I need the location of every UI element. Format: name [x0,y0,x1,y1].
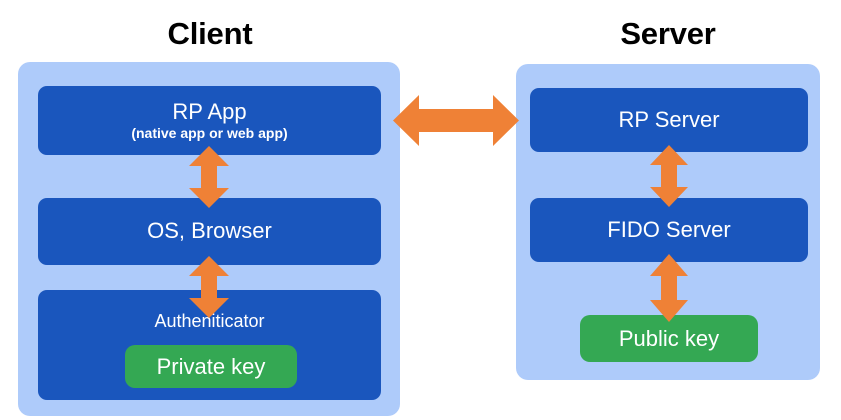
node-rp-server-title: RP Server [618,106,720,132]
double-arrow-vertical-icon [648,145,690,207]
double-arrow-vertical-icon [187,146,231,208]
node-authenticator-title: Autheniticator [154,311,265,331]
public-key-label: Public key [618,325,720,351]
node-rp-app[interactable]: RP App (native app or web app) [38,86,381,155]
double-arrow-horizontal-icon [393,94,519,147]
node-rp-app-title: RP App [172,98,247,124]
double-arrow-vertical-icon [187,256,231,318]
private-key-chip[interactable]: Private key [125,345,297,388]
private-key-label: Private key [156,353,266,379]
column-title-client: Client [167,16,253,51]
node-rp-app-subtitle: (native app or web app) [131,125,288,142]
public-key-chip[interactable]: Public key [580,315,758,362]
node-rp-server[interactable]: RP Server [530,88,808,152]
node-fido-server[interactable]: FIDO Server [530,198,808,262]
double-arrow-vertical-icon [648,254,690,322]
node-os-browser[interactable]: OS, Browser [38,198,381,265]
node-fido-server-title: FIDO Server [607,216,731,242]
column-title-server: Server [620,16,716,51]
node-os-browser-title: OS, Browser [147,218,272,244]
